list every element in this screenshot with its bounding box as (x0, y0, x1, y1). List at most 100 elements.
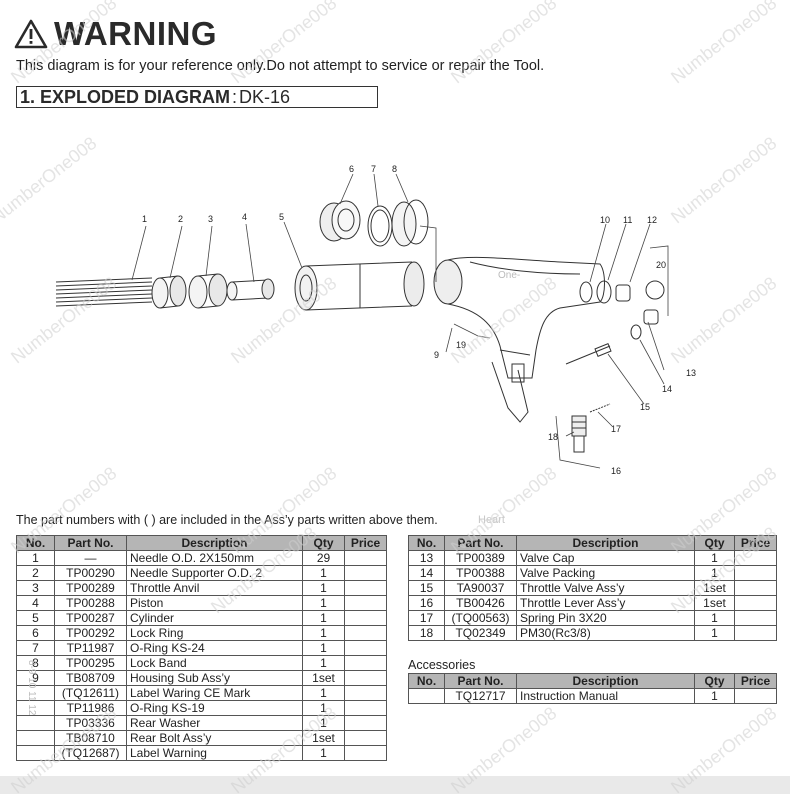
part-quantity: 1 (302, 580, 345, 596)
part-description: Needle O.D. 2X150mm (126, 550, 303, 566)
part-quantity: 1set (694, 595, 735, 611)
callout-6: 6 (349, 164, 354, 174)
disclaimer-text: This diagram is for your reference only.… (16, 58, 545, 74)
part-price (344, 610, 387, 626)
part-price (344, 550, 387, 566)
part-price (344, 685, 387, 701)
part-description: Label Waring CE Mark (126, 685, 303, 701)
part-number-index: 1 (16, 550, 55, 566)
assembly-note: The part numbers with ( ) are included i… (16, 513, 438, 527)
part-quantity: 1 (302, 700, 345, 716)
part-code: TP00292 (54, 625, 127, 641)
part-quantity: 1 (302, 745, 345, 761)
valve-cap-part (643, 309, 659, 325)
part-quantity: 1 (302, 625, 345, 641)
header-qty: Qty (694, 535, 735, 551)
part-code: TP11987 (54, 640, 127, 656)
o-ring-part (367, 205, 393, 247)
lock-ring-part (319, 200, 361, 242)
side-label: 8-9 (26, 660, 37, 675)
part-quantity: 1 (302, 655, 345, 671)
part-quantity: 1 (302, 685, 345, 701)
part-quantity: 1 (694, 550, 735, 566)
table-header-row: No. Part No. Description Qty Price (408, 673, 777, 689)
watermark-text: NumberOne008 (667, 0, 781, 88)
callout-3: 3 (208, 214, 213, 224)
part-code: TB00426 (444, 595, 517, 611)
part-price (344, 625, 387, 641)
header-no: No. (408, 535, 445, 551)
part-price (344, 565, 387, 581)
part-code: TP00288 (54, 595, 127, 611)
part-number-index: 16 (408, 595, 445, 611)
header-no: No. (408, 673, 445, 689)
diagram-watermark: One- (498, 270, 520, 281)
part-quantity: 1set (302, 670, 345, 686)
part-number-index: 14 (408, 565, 445, 581)
throttle-anvil-part (188, 273, 228, 309)
part-code: TP00388 (444, 565, 517, 581)
model-number: DK-16 (239, 86, 291, 107)
needle-supporter-part (151, 275, 187, 309)
callout-5: 5 (279, 212, 284, 222)
callout-17: 17 (611, 424, 621, 434)
part-code: (TQ12611) (54, 685, 127, 701)
part-quantity: 1set (302, 730, 345, 746)
part-description: O-Ring KS-24 (126, 640, 303, 656)
callout-15: 15 (640, 402, 650, 412)
housing-part (433, 256, 605, 423)
spring-pin-part (589, 403, 611, 413)
part-description: Rear Bolt Ass’y (126, 730, 303, 746)
part-description: Valve Packing (516, 565, 695, 581)
part-number-index: 17 (408, 610, 445, 626)
part-description: Spring Pin 3X20 (516, 610, 695, 626)
part-quantity: 1 (694, 565, 735, 581)
part-quantity: 1 (302, 610, 345, 626)
warning-header: WARNING (14, 12, 217, 56)
header-description: Description (126, 535, 303, 551)
part-price (734, 625, 777, 641)
header-part-no: Part No. (54, 535, 127, 551)
callout-20: 20 (656, 260, 666, 270)
table-header-row: No. Part No. Description Qty Price (16, 535, 387, 551)
part-description: Lock Ring (126, 625, 303, 641)
part-price (734, 565, 777, 581)
part-number-index: 13 (408, 550, 445, 566)
part-description: Piston (126, 595, 303, 611)
part-number-index: 7 (16, 640, 55, 656)
callout-19: 19 (456, 340, 466, 350)
header-qty: Qty (302, 535, 345, 551)
header-description: Description (516, 673, 695, 689)
part-code: TP00290 (54, 565, 127, 581)
callout-9: 9 (434, 350, 439, 360)
piston-part (226, 278, 275, 301)
part-price (734, 688, 777, 704)
part-code: TA90037 (444, 580, 517, 596)
part-description: Valve Cap (516, 550, 695, 566)
accessories-heading: Accessories (408, 658, 476, 672)
part-quantity: 1 (302, 715, 345, 731)
callout-16: 16 (611, 466, 621, 476)
part-price (344, 595, 387, 611)
cylinder-part (294, 261, 425, 311)
part-price (344, 640, 387, 656)
part-price (344, 700, 387, 716)
section-heading: 1. EXPLODED DIAGRAM : DK-16 (16, 86, 378, 108)
rear-cap-part (645, 280, 665, 300)
part-quantity: 1 (694, 625, 735, 641)
header-qty: Qty (694, 673, 735, 689)
table-watermark: Heart (478, 514, 505, 526)
part-price (344, 745, 387, 761)
